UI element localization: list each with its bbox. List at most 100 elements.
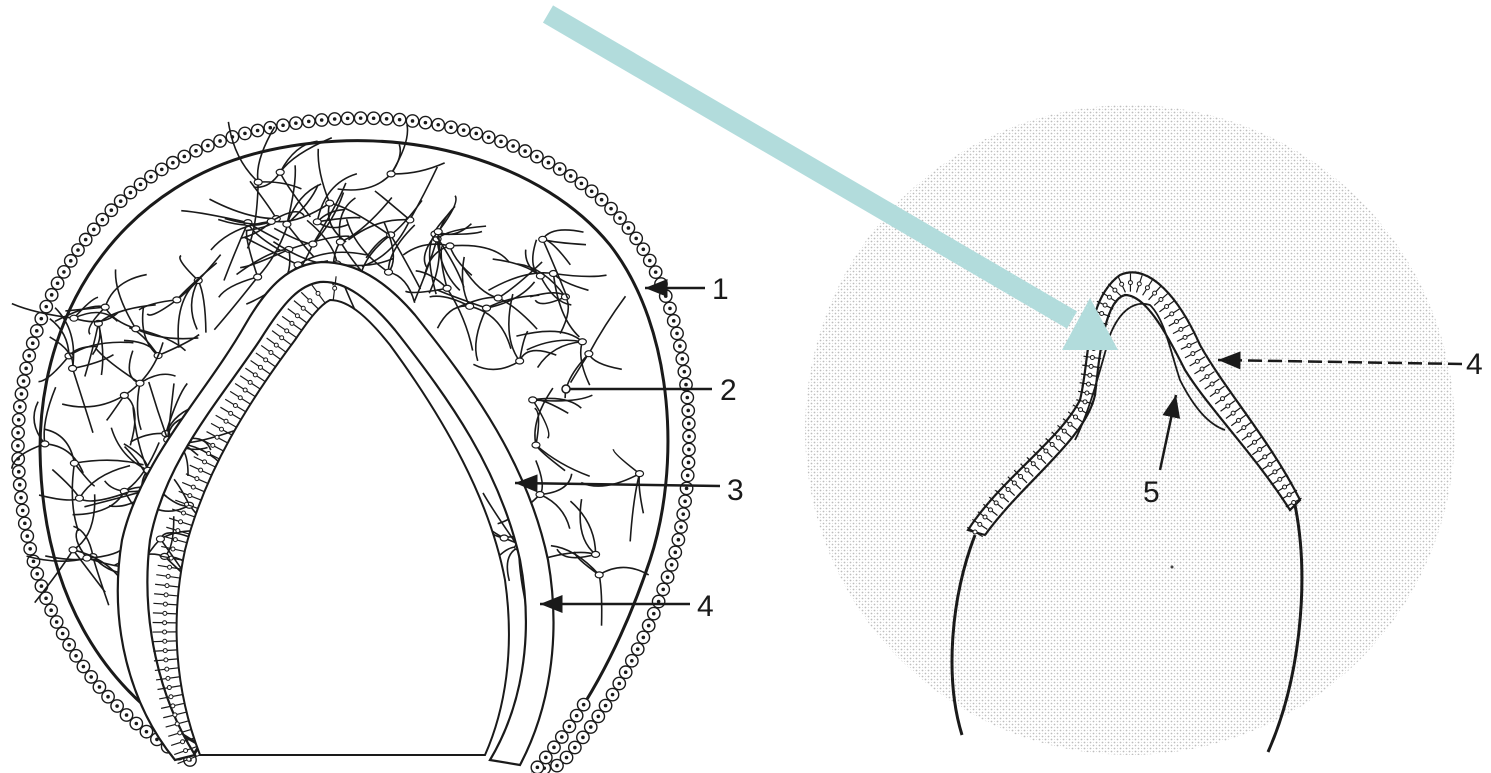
mesenchyme-cell xyxy=(283,221,291,227)
cell-nucleus xyxy=(687,435,691,439)
cell-nucleus xyxy=(569,174,573,178)
cell-nucleus xyxy=(173,538,177,542)
cell-nucleus xyxy=(165,667,169,671)
cell-nucleus xyxy=(181,511,185,515)
cell-nucleus xyxy=(1044,449,1048,453)
cell-nucleus xyxy=(1025,468,1029,472)
cell-nucleus xyxy=(320,118,324,122)
cell-nucleus xyxy=(1215,389,1219,393)
cell-nucleus xyxy=(1085,391,1089,395)
mesenchyme-cell xyxy=(101,304,109,310)
mesenchyme-cell xyxy=(69,365,77,371)
cell-nucleus xyxy=(1268,462,1272,466)
cell-nucleus xyxy=(1278,477,1282,481)
cell-nucleus xyxy=(243,388,247,392)
cell-nucleus xyxy=(499,140,503,144)
cell-nucleus xyxy=(523,149,527,153)
cell-nucleus xyxy=(487,135,491,139)
cell-nucleus xyxy=(604,704,608,708)
cell-nucleus xyxy=(40,584,44,588)
cell-nucleus xyxy=(184,749,188,753)
cell-nucleus xyxy=(268,126,272,130)
cell-nucleus xyxy=(1068,422,1072,426)
cell-nucleus xyxy=(195,477,199,481)
cell-nucleus xyxy=(163,649,167,653)
cell-nucleus xyxy=(1179,327,1183,331)
cell-nucleus xyxy=(308,299,312,303)
cell-nucleus xyxy=(1012,481,1016,485)
cell-nucleus xyxy=(536,766,540,770)
cell-nucleus xyxy=(385,117,389,121)
label-5: 5 xyxy=(1143,476,1160,509)
cell-nucleus xyxy=(474,132,478,136)
cell-nucleus xyxy=(511,144,515,148)
label-3: 3 xyxy=(727,474,744,507)
cell-nucleus xyxy=(1107,295,1111,299)
cell-nucleus xyxy=(552,746,556,750)
cell-nucleus xyxy=(687,422,691,426)
cell-nucleus xyxy=(145,730,149,734)
cell-nucleus xyxy=(1050,442,1054,446)
cell-nucleus xyxy=(67,643,71,647)
cell-nucleus xyxy=(686,474,690,478)
cell-nucleus xyxy=(609,207,613,211)
cell-nucleus xyxy=(35,572,39,576)
cell-nucleus xyxy=(1100,311,1104,315)
cell-nucleus xyxy=(535,155,539,159)
mesenchyme-cell xyxy=(443,285,451,291)
cell-nucleus xyxy=(1165,304,1169,308)
mesenchyme-cell xyxy=(70,460,78,466)
mesenchyme-cell xyxy=(446,243,454,249)
cell-nucleus xyxy=(560,735,564,739)
cell-nucleus xyxy=(617,682,621,686)
cell-process xyxy=(538,342,583,368)
cell-nucleus xyxy=(199,468,203,472)
cell-nucleus xyxy=(1083,400,1087,404)
cell-nucleus xyxy=(1089,364,1093,368)
cell-nucleus xyxy=(449,125,453,129)
cell-process xyxy=(130,433,165,442)
cell-nucleus xyxy=(681,512,685,516)
cell-process xyxy=(129,351,140,384)
mesenchyme-cell xyxy=(434,229,442,235)
cell-nucleus xyxy=(166,574,170,578)
cell-nucleus xyxy=(636,647,640,651)
cell-nucleus xyxy=(253,373,257,377)
cell-nucleus xyxy=(135,722,139,726)
mesenchyme-cell xyxy=(69,547,77,553)
cell-nucleus xyxy=(163,611,167,615)
mesenchyme-cell xyxy=(500,535,508,541)
cell-process xyxy=(589,296,626,353)
mesenchyme-cell xyxy=(539,236,547,242)
mesenchyme-cell xyxy=(326,200,334,206)
mesenchyme-cell xyxy=(313,219,321,225)
mesenchyme-cell xyxy=(132,326,140,332)
cell-nucleus xyxy=(125,713,129,717)
cell-nucleus xyxy=(285,329,289,333)
cell-process xyxy=(375,191,410,220)
cell-process xyxy=(391,235,421,289)
cell-nucleus xyxy=(35,329,39,333)
cell-nucleus xyxy=(627,226,631,230)
cell-nucleus xyxy=(18,483,22,487)
cell-nucleus xyxy=(1210,382,1214,386)
cell-nucleus xyxy=(1079,408,1083,412)
cell-nucleus xyxy=(677,538,681,542)
cell-nucleus xyxy=(1056,436,1060,440)
cell-process xyxy=(543,230,584,239)
cell-nucleus xyxy=(668,307,672,311)
cell-nucleus xyxy=(673,551,677,555)
cell-nucleus xyxy=(1170,312,1174,316)
cell-nucleus xyxy=(19,496,23,500)
cell-process xyxy=(536,445,590,476)
mesenchyme-cell xyxy=(585,351,593,357)
cell-nucleus xyxy=(176,529,180,533)
cell-nucleus xyxy=(1153,291,1157,295)
cell-nucleus xyxy=(654,270,658,274)
mesenchyme-cell xyxy=(41,441,49,447)
cell-nucleus xyxy=(61,632,65,636)
cell-nucleus xyxy=(238,396,242,400)
cell-nucleus xyxy=(685,396,689,400)
cell-nucleus xyxy=(1073,415,1077,419)
cell-process xyxy=(62,395,124,407)
